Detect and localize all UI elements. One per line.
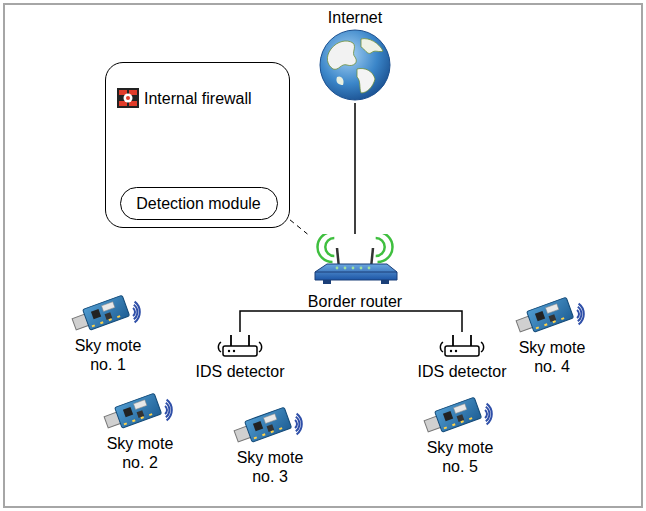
network-link xyxy=(354,103,356,234)
mote-node: Sky mote no. 1 xyxy=(67,284,149,374)
node-label: Internet xyxy=(305,8,405,27)
router-icon xyxy=(307,234,403,290)
mote-node: Sky mote no. 3 xyxy=(229,396,311,486)
leader-line xyxy=(290,220,307,234)
globe-node: Internet xyxy=(305,6,405,103)
node-label: Border router xyxy=(303,292,407,311)
mote-node: Sky mote no. 5 xyxy=(419,386,501,476)
network-link xyxy=(355,311,462,332)
network-link xyxy=(240,311,355,332)
ids-node: IDS detector xyxy=(410,332,514,381)
mote-node: Sky mote no. 2 xyxy=(99,382,181,472)
ids-icon xyxy=(215,332,265,360)
node-label: Sky mote no. 4 xyxy=(512,338,592,376)
ids-node: IDS detector xyxy=(188,332,292,381)
node-label: Sky mote no. 2 xyxy=(99,434,181,472)
node-label: IDS detector xyxy=(410,362,514,381)
node-label: IDS detector xyxy=(188,362,292,381)
node-label: Sky mote no. 5 xyxy=(419,438,501,476)
router-node: Border router xyxy=(303,234,407,311)
node-label: Sky mote no. 3 xyxy=(229,448,311,486)
module-pill: Detection module xyxy=(120,187,278,220)
sky-mote-icon xyxy=(514,286,590,336)
callout-header: Internal firewall xyxy=(116,87,252,109)
sky-mote-icon xyxy=(422,386,498,436)
node-label: Sky mote no. 1 xyxy=(67,336,149,374)
sky-mote-icon xyxy=(232,396,308,446)
sky-mote-icon xyxy=(70,284,146,334)
globe-icon xyxy=(317,27,393,103)
node-label: Detection module xyxy=(131,194,267,213)
ids-icon xyxy=(437,332,487,360)
firewall-icon xyxy=(116,87,140,109)
node-label: Internal firewall xyxy=(144,89,252,108)
sky-mote-icon xyxy=(102,382,178,432)
mote-node: Sky mote no. 4 xyxy=(512,286,592,376)
firewall-callout: Internal firewallDetection module xyxy=(105,62,290,228)
